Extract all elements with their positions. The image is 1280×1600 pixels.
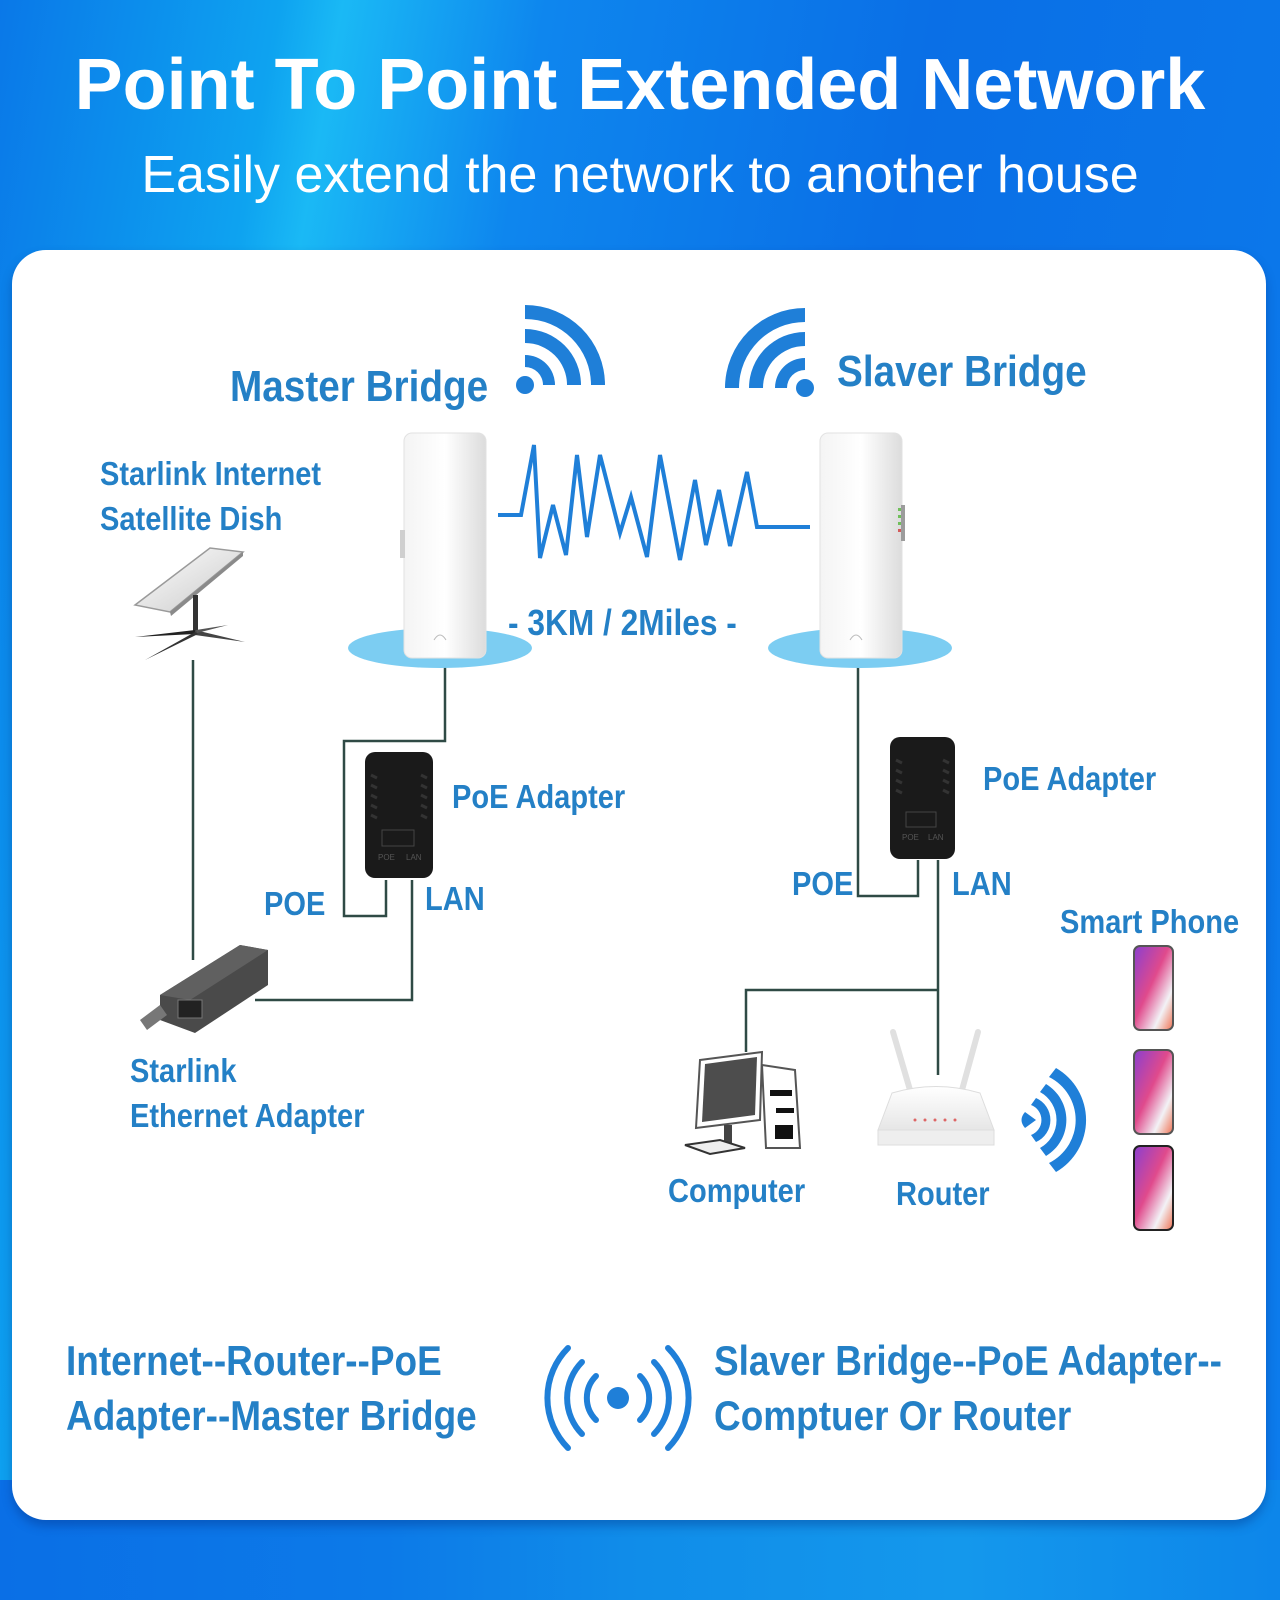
poe-port-print: POE bbox=[902, 833, 919, 842]
wifi-signal-icon bbox=[725, 308, 814, 397]
poe-adapter-device: POE LAN bbox=[890, 737, 955, 859]
smart-phone-device bbox=[1133, 1049, 1174, 1135]
slave-bridge-label: Slaver Bridge bbox=[837, 347, 1087, 396]
smart-phone-label: Smart Phone bbox=[1060, 903, 1240, 940]
cable-slave-to-poe bbox=[856, 662, 920, 898]
satellite-dish-label-line1: Starlink Internet bbox=[100, 455, 322, 492]
broadcast-signal-icon bbox=[544, 1345, 692, 1451]
computer-device bbox=[684, 1050, 802, 1156]
right-poe-adapter-label: PoE Adapter bbox=[983, 760, 1157, 797]
cable-to-computer bbox=[744, 988, 938, 1052]
smart-phone-device bbox=[1133, 945, 1174, 1031]
wifi-signal-icon bbox=[1021, 1068, 1087, 1172]
page-subtitle: Easily extend the network to another hou… bbox=[141, 146, 1139, 204]
slave-bridge-device bbox=[819, 432, 905, 659]
wifi-signal-icon bbox=[516, 305, 605, 394]
footer-left-line2: Adapter--Master Bridge bbox=[66, 1392, 477, 1439]
starlink-ethernet-adapter-device bbox=[140, 945, 268, 1033]
ethernet-adapter-label-line2: Ethernet Adapter bbox=[130, 1097, 365, 1134]
satellite-dish-label-line2: Satellite Dish bbox=[100, 500, 283, 537]
lan-port-print: LAN bbox=[406, 853, 422, 862]
master-bridge-label: Master Bridge bbox=[230, 362, 489, 411]
lan-port-print: LAN bbox=[928, 833, 944, 842]
poe-port-print: POE bbox=[378, 853, 395, 862]
cable-poe-lan-to-ethernet-adapter bbox=[255, 880, 414, 1002]
master-bridge-device bbox=[400, 432, 487, 659]
distance-label: - 3KM / 2Miles - bbox=[508, 602, 737, 643]
diagram-panel bbox=[12, 250, 1266, 1520]
footer-left-line1: Internet--Router--PoE bbox=[66, 1337, 442, 1384]
left-lan-port-label: LAN bbox=[425, 880, 485, 917]
cables bbox=[191, 660, 940, 1075]
wireless-link-signal bbox=[498, 444, 810, 561]
ethernet-adapter-label-line1: Starlink bbox=[130, 1052, 237, 1089]
computer-label: Computer bbox=[668, 1172, 806, 1209]
footer-right-line2: Comptuer Or Router bbox=[714, 1392, 1072, 1439]
left-poe-port-label: POE bbox=[264, 885, 326, 922]
left-poe-adapter-label: PoE Adapter bbox=[452, 778, 626, 815]
page-title: Point To Point Extended Network bbox=[74, 45, 1206, 125]
right-poe-port-label: POE bbox=[792, 865, 854, 902]
smart-phone-device bbox=[1133, 1145, 1174, 1231]
footer-right-line1: Slaver Bridge--PoE Adapter-- bbox=[714, 1337, 1222, 1384]
cable-master-to-poe bbox=[342, 662, 447, 918]
router-device bbox=[877, 1029, 995, 1146]
starlink-satellite-dish bbox=[133, 547, 245, 660]
poe-adapter-device: POE LAN bbox=[365, 752, 433, 878]
router-label: Router bbox=[896, 1175, 990, 1212]
right-lan-port-label: LAN bbox=[952, 865, 1012, 902]
